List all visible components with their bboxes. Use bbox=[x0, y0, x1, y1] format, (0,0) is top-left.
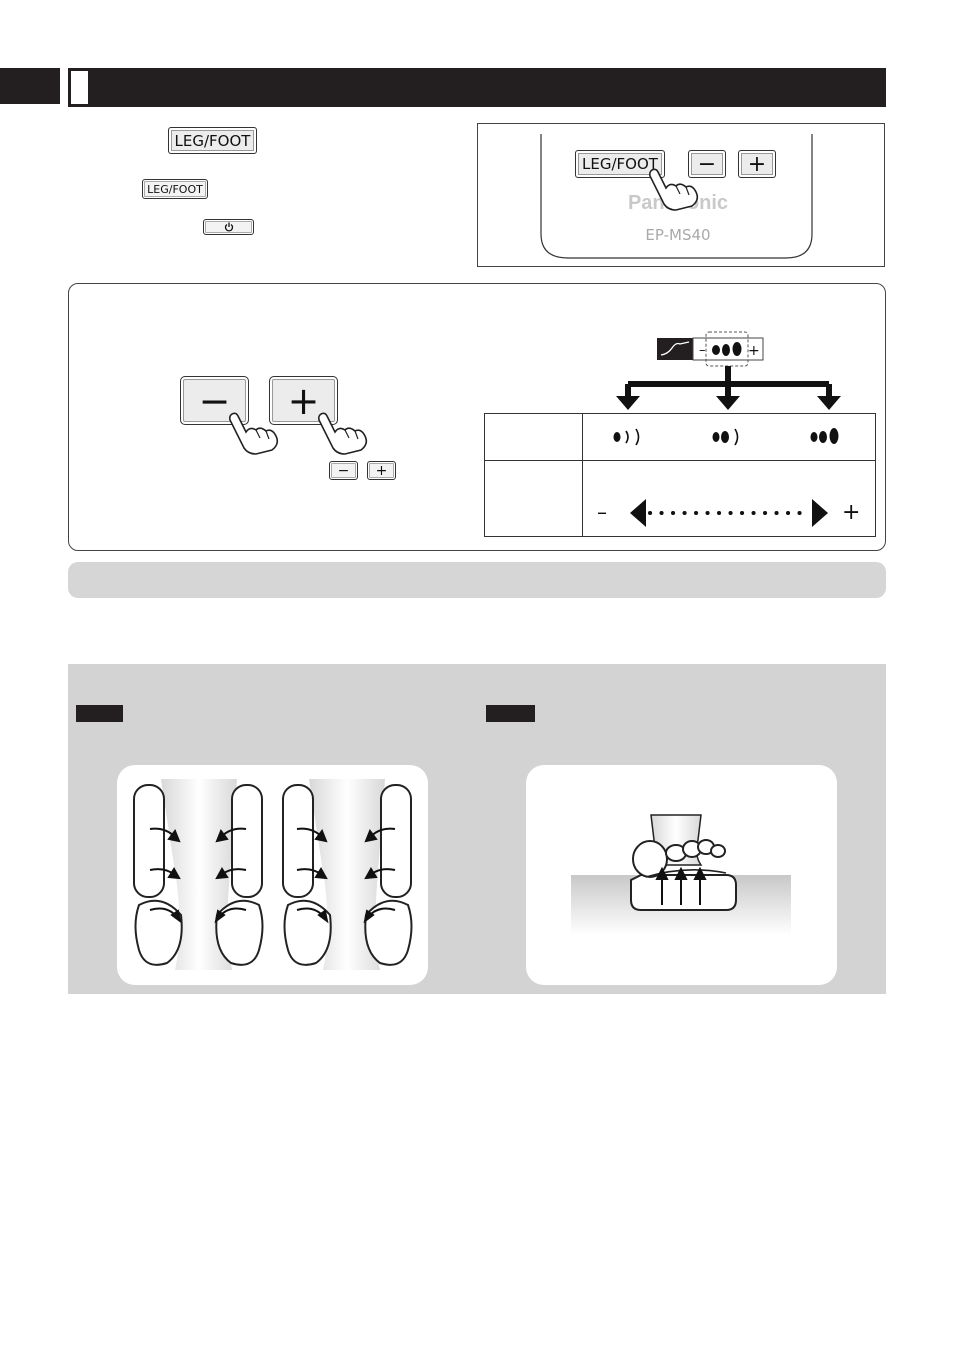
intensity-indicator-diagram: – + bbox=[616, 331, 841, 410]
scale-plus-label: + bbox=[842, 500, 861, 525]
leg-airbag-illustration bbox=[133, 779, 413, 970]
mode-label-badge-left bbox=[76, 705, 123, 722]
section-tab bbox=[0, 68, 60, 104]
pointing-hand-icon-right bbox=[317, 412, 368, 455]
remote-body bbox=[540, 134, 813, 259]
intensity-level-low-icon bbox=[613, 428, 640, 446]
svg-text:+: + bbox=[748, 343, 760, 359]
small-minus-button-icon: − bbox=[329, 461, 358, 480]
remote-plus-button[interactable]: + bbox=[738, 150, 776, 178]
section-header-bar bbox=[68, 68, 886, 107]
pointing-hand-icon-left bbox=[228, 412, 279, 455]
note-bar bbox=[68, 562, 886, 598]
remote-leg-foot-button[interactable]: LEG/FOOT bbox=[575, 150, 665, 178]
foot-massage-illustration-card bbox=[526, 765, 837, 985]
intensity-table bbox=[484, 413, 876, 537]
intensity-level-medium-icon bbox=[712, 428, 739, 446]
intensity-scale-arrow bbox=[630, 499, 828, 527]
leg-foot-button-small-icon: LEG/FOOT bbox=[142, 179, 208, 199]
small-plus-button-icon: + bbox=[367, 461, 396, 480]
svg-text:–: – bbox=[699, 343, 706, 358]
table-row-divider bbox=[484, 460, 876, 461]
remote-minus-button[interactable]: − bbox=[688, 150, 726, 178]
intensity-level-high-icon bbox=[810, 428, 839, 444]
header-marker bbox=[71, 71, 88, 104]
table-col-divider bbox=[582, 413, 583, 537]
leg-massage-illustration-card bbox=[117, 765, 428, 985]
scale-minus-label: – bbox=[597, 500, 607, 524]
mode-label-badge-right bbox=[486, 705, 535, 722]
foot-airbag-illustration bbox=[571, 814, 791, 935]
remote-illustration: LEG/FOOT − + Panasonic EP-MS40 bbox=[477, 123, 885, 267]
power-button-icon bbox=[203, 219, 254, 235]
model-label: EP-MS40 bbox=[645, 226, 711, 244]
leg-foot-button-icon: LEG/FOOT bbox=[168, 127, 257, 154]
pointing-hand-icon bbox=[648, 168, 699, 211]
power-icon bbox=[224, 222, 233, 232]
